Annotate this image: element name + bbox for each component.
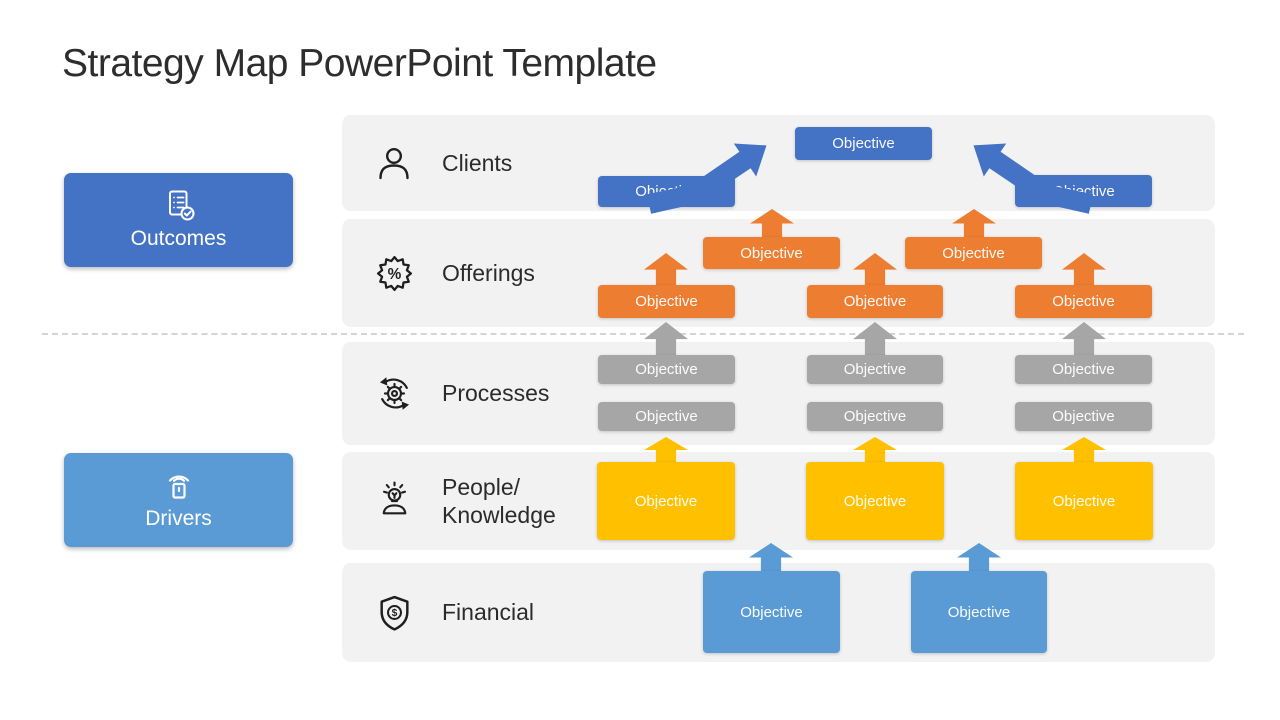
shield-dollar-icon: $ <box>372 594 416 632</box>
dashed-divider <box>42 333 1244 335</box>
objective-box[interactable]: Objective <box>703 237 840 269</box>
objective-box[interactable]: Objective <box>807 355 943 384</box>
objective-box[interactable]: Objective <box>598 285 735 318</box>
page-title: Strategy Map PowerPoint Template <box>62 42 657 85</box>
gear-cycle-icon <box>372 373 416 414</box>
objective-box[interactable]: Objective <box>598 355 735 384</box>
objective-box[interactable]: Objective <box>807 285 943 318</box>
objective-box[interactable]: Objective <box>905 237 1042 269</box>
objective-box[interactable]: Objective <box>1015 402 1152 431</box>
objective-box[interactable]: Objective <box>597 462 735 540</box>
percent-badge-icon: % <box>372 253 416 294</box>
checklist-check-icon <box>161 189 197 223</box>
row-label-clients: Clients <box>442 149 513 176</box>
row-label-people-knowledge: People/ Knowledge <box>442 473 556 528</box>
person-icon <box>372 145 416 181</box>
objective-box[interactable]: Objective <box>795 127 932 160</box>
objective-box[interactable]: Objective <box>1015 355 1152 384</box>
outcomes-label: Outcomes <box>130 227 227 250</box>
objective-box[interactable]: Objective <box>806 462 944 540</box>
objective-box[interactable]: Objective <box>807 402 943 431</box>
drivers-label: Drivers <box>145 507 212 530</box>
row-label-financial: Financial <box>442 599 535 626</box>
drivers-button[interactable]: Drivers <box>64 453 293 547</box>
svg-text:$: $ <box>391 608 397 619</box>
objective-box[interactable]: Objective <box>598 402 735 431</box>
svg-text:%: % <box>387 266 401 283</box>
objective-box[interactable]: Objective <box>1015 462 1153 540</box>
bent-arrow-up-left <box>973 143 1094 214</box>
objective-box[interactable]: Objective <box>1015 285 1152 318</box>
objective-box[interactable]: Objective <box>703 571 840 653</box>
row-label-offerings: Offerings <box>442 259 535 286</box>
signal-antenna-icon <box>161 469 197 503</box>
objective-box[interactable]: Objective <box>911 571 1047 653</box>
row-label-processes: Processes <box>442 380 550 407</box>
idea-person-icon <box>372 480 416 522</box>
outcomes-button[interactable]: Outcomes <box>64 173 293 267</box>
bent-arrow-up-right <box>646 143 767 214</box>
